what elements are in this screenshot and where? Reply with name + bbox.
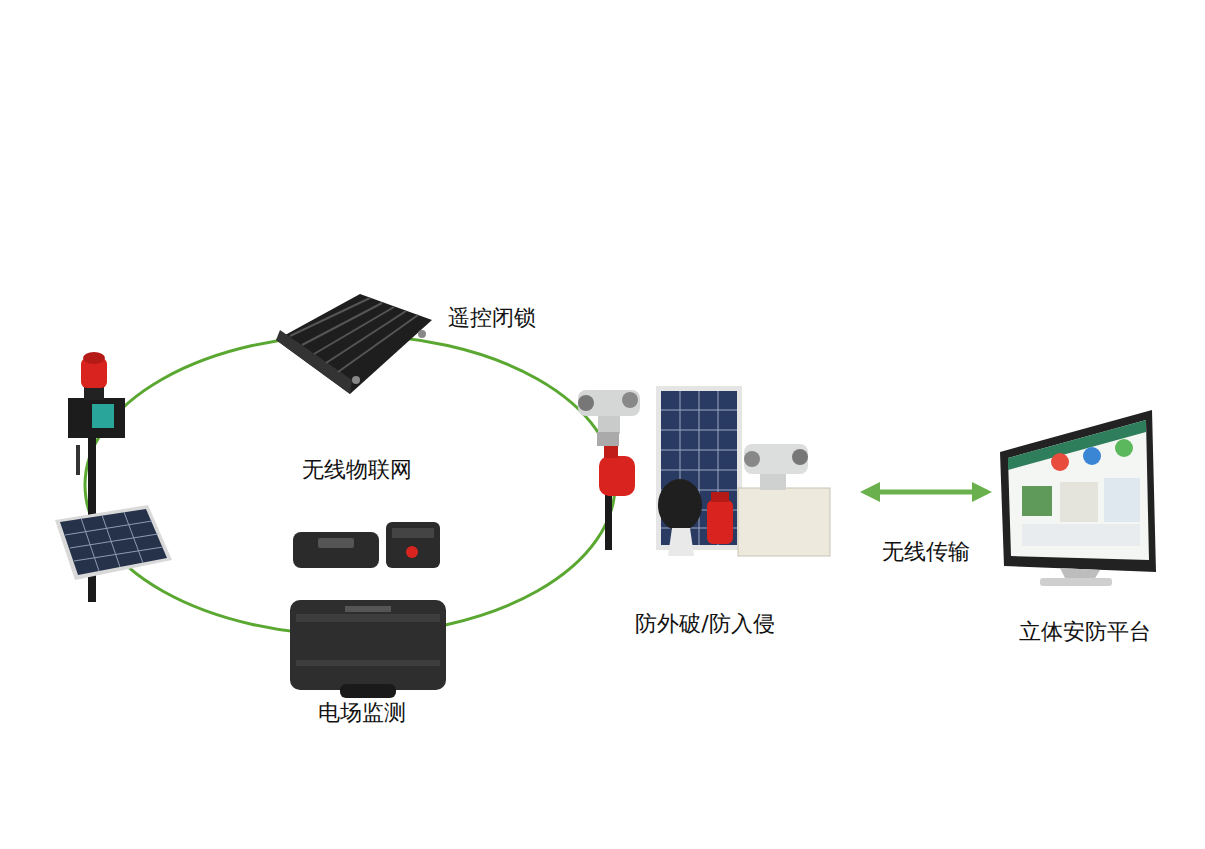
wireless-arrow (865, 490, 987, 495)
lock-device (276, 294, 432, 394)
field-monitor-device (290, 522, 446, 698)
device-node: 立体安防平台 (990, 402, 1176, 648)
device-node: 遥控闭锁 (272, 288, 564, 398)
device-label: 防外破/防入侵 (635, 610, 774, 638)
device-node: 电场监测 (284, 516, 452, 732)
device-label: 立体安防平台 (1019, 618, 1151, 646)
device-node: 防外破/防入侵 (570, 380, 862, 646)
intrusion-devices (578, 386, 830, 556)
device-label: 电场监测 (318, 699, 406, 727)
solar-panel (55, 505, 172, 580)
edge-label: 无线传输 (879, 538, 973, 566)
device-label: 遥控闭锁 (448, 304, 536, 332)
network-label: 无线物联网 (302, 456, 412, 484)
monitor (1000, 410, 1156, 586)
